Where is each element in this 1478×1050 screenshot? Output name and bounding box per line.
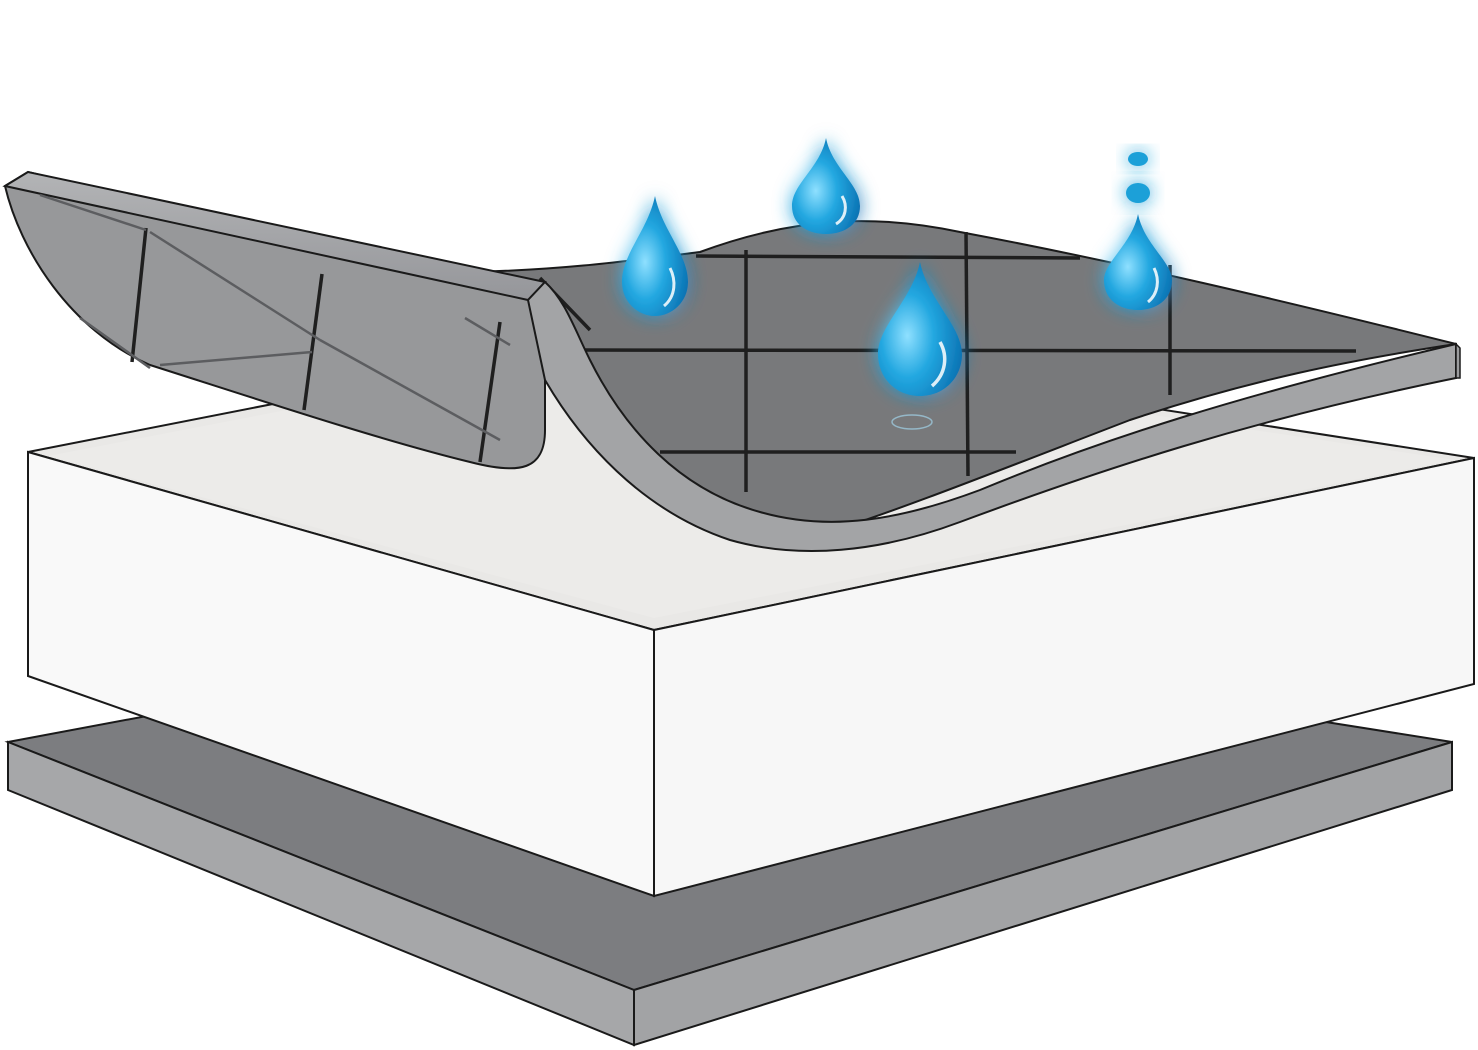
quilted-protector-layer	[2, 170, 1461, 553]
water-drop-icon	[792, 138, 860, 234]
protector-curl-edge	[526, 280, 1457, 553]
water-drops	[622, 138, 1172, 430]
protector-right-edge	[1455, 342, 1461, 379]
protector-flap-underside	[3, 170, 546, 470]
water-drop-icon	[878, 262, 962, 396]
flap-quilt-diagonals	[39, 193, 511, 442]
base-board-front-right	[633, 740, 1453, 1047]
water-ripple	[891, 414, 933, 430]
water-drop-icon	[622, 196, 688, 316]
foam-front-right	[653, 456, 1475, 898]
flap-quilt-lines	[130, 227, 502, 463]
water-bead-icon	[1128, 152, 1148, 166]
water-drop-icon	[1104, 214, 1172, 310]
water-bead-icon	[1126, 183, 1150, 203]
